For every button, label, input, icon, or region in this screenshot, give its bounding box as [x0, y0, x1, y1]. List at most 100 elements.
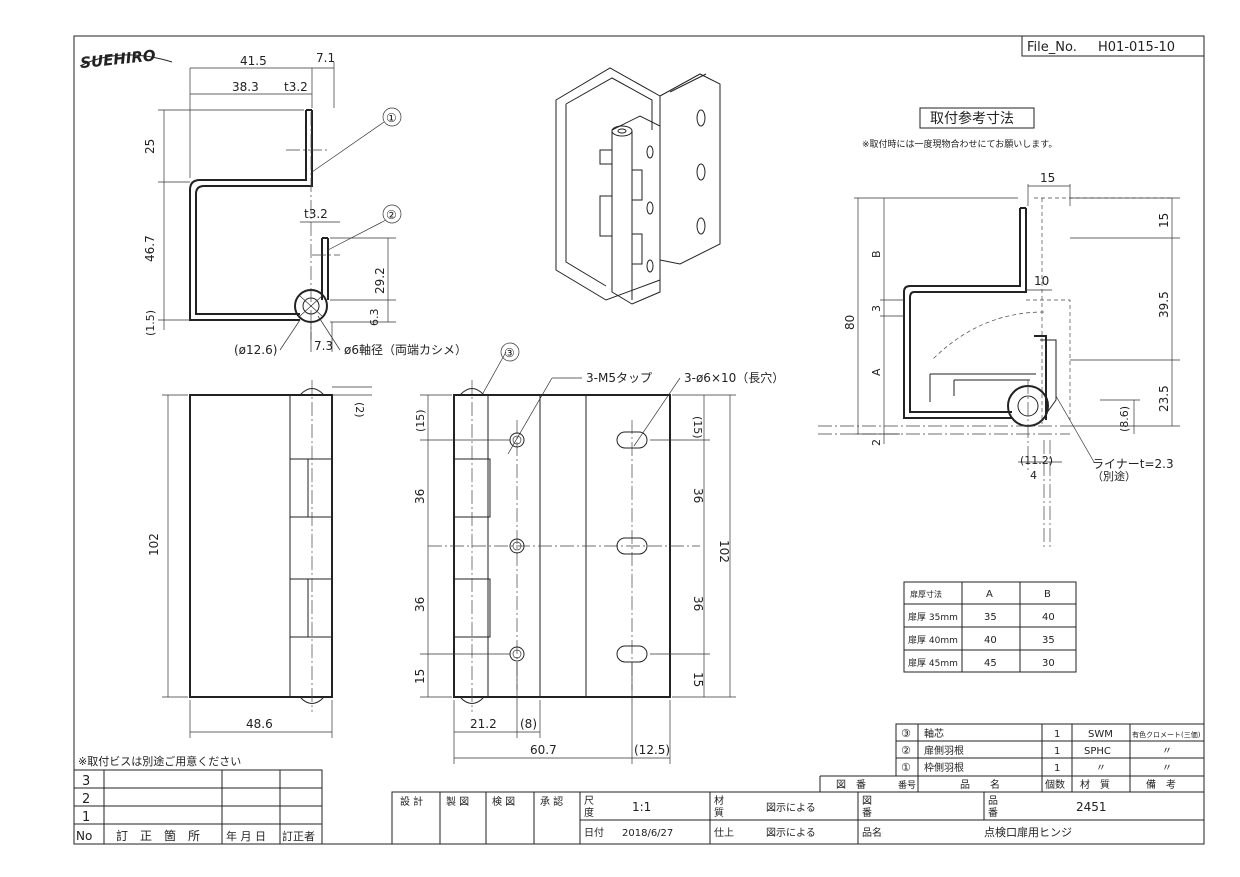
mount-dim-3: 3 — [870, 305, 883, 312]
part-material: 〃 — [1096, 763, 1106, 774]
dim-15-slot-top: (15) — [691, 416, 704, 439]
part-name: 枠側羽根 — [924, 761, 964, 774]
door-table-cell: 35 — [984, 612, 997, 623]
parts-list: ③ 軸芯 1 SWM 有色クロメート(三価) ② 扉側羽根 1 SPHC 〃 ①… — [819, 723, 1205, 792]
file-no-label: File_No. — [1027, 40, 1077, 55]
dim-15-door-bottom: 15 — [413, 669, 427, 684]
suehiro-logo: SUEHIRO — [79, 46, 173, 72]
mount-dim-11-2: (11.2) — [1020, 454, 1053, 467]
tb-drawing-label-2: 番 — [862, 807, 872, 819]
dim-60-7: 60.7 — [530, 743, 557, 757]
pin-note: ø6軸径（両端カシメ） — [344, 343, 467, 357]
door-table-header-1: A — [986, 589, 993, 600]
file-no-value: H01-015-10 — [1098, 40, 1175, 55]
part-note: 有色クロメート(三価) — [1132, 730, 1201, 739]
parts-header-no: 番号 — [898, 779, 916, 791]
door-table-cell: 扉厚 35mm — [908, 611, 958, 623]
balloon-1: ① — [386, 111, 397, 125]
mount-dim-a: A — [870, 368, 883, 376]
dim-7-1: 7.1 — [316, 51, 335, 65]
tb-item-no: 2451 — [1076, 800, 1107, 814]
part-no: ② — [901, 744, 911, 757]
dim-8: (8) — [520, 717, 537, 731]
tb-scale-label-2: 度 — [584, 806, 594, 819]
door-table-cell: 30 — [1042, 658, 1055, 669]
part-note: 〃 — [1162, 763, 1172, 774]
dim-21-2: 21.2 — [470, 717, 497, 731]
tb-finish-label: 仕上 — [714, 826, 734, 839]
dim-29-2: 29.2 — [373, 267, 387, 294]
tb-design: 設 計 — [400, 795, 423, 808]
tb-draft: 製 図 — [446, 795, 469, 808]
mount-dim-8-6: (8.6) — [1118, 406, 1131, 432]
door-table-header-2: B — [1044, 589, 1051, 600]
title-block: 設 計 製 図 検 図 承 認 尺 度 1:1 材 質 図示による 図 番 品 … — [391, 791, 1205, 845]
profile-view: 41.5 7.1 38.3 t3.2 25 46.7 (1.5) t3.2 29… — [143, 51, 467, 357]
isometric-view — [555, 67, 721, 305]
dim-48-6: 48.6 — [246, 717, 273, 731]
mount-dim-15-top: 15 — [1040, 171, 1055, 185]
parts-header-note: 備 考 — [1146, 778, 1176, 791]
tb-scale-label-1: 尺 — [584, 795, 594, 807]
parts-header-zuban: 図 番 — [836, 779, 866, 791]
dim-38-3: 38.3 — [232, 80, 259, 94]
dim-36-door-1: 36 — [413, 489, 427, 504]
revision-row-no: 3 — [82, 774, 90, 789]
part-name: 軸芯 — [924, 727, 944, 740]
dim-25: 25 — [143, 139, 157, 154]
mount-dim-10: 10 — [1034, 274, 1049, 288]
parts-header-name: 品 名 — [960, 778, 1000, 791]
logo-text: SUEHIRO — [79, 46, 156, 72]
revision-header-date: 年 月 日 — [226, 829, 266, 843]
dim-15-door-top: (15) — [414, 409, 427, 432]
liner-note-2: （別途） — [1092, 469, 1136, 483]
tb-name: 点検口扉用ヒンジ — [984, 825, 1072, 839]
dim-6-3: 6.3 — [368, 309, 381, 327]
mounting-reference: 取付参考寸法 ※取付時には一度現物合わせにてお願いします。 15 15 39.5… — [818, 107, 1180, 548]
mount-dim-23-5: 23.5 — [1157, 385, 1171, 412]
dim-46-7: 46.7 — [143, 235, 157, 262]
revision-header-by: 訂正者 — [282, 829, 315, 843]
door-thickness-table: 扉厚寸法 A B 扉厚 35mm 35 40 扉厚 40mm 40 35 扉厚 … — [903, 581, 1077, 673]
door-table-header-0: 扉厚寸法 — [910, 589, 942, 599]
door-table-cell: 扉厚 45mm — [908, 657, 958, 669]
tb-date-label: 日付 — [584, 826, 604, 839]
revision-header-no: No — [76, 829, 92, 843]
revision-row-no: 1 — [82, 810, 90, 825]
dim-15-slot-bottom: 15 — [691, 672, 705, 687]
tb-material-label-2: 質 — [714, 806, 724, 819]
part-note: 〃 — [1162, 746, 1172, 757]
balloon-2: ② — [386, 208, 397, 222]
dim-t3-2-door: t3.2 — [304, 207, 328, 221]
tb-finish: 図示による — [766, 827, 816, 839]
dim-2: (2) — [353, 402, 366, 418]
dim-36-door-2: 36 — [413, 597, 427, 612]
tb-material-label-1: 材 — [714, 794, 724, 807]
part-qty: 1 — [1054, 746, 1060, 757]
door-table-cell: 40 — [984, 635, 997, 646]
screw-note: ※取付ビスは別途ご用意ください — [78, 754, 241, 768]
part-material: SWM — [1088, 729, 1113, 740]
sheet-border — [73, 35, 1205, 845]
part-no: ① — [901, 761, 911, 774]
part-material: SPHC — [1084, 746, 1111, 757]
revision-header-place: 訂 正 箇 所 — [116, 828, 200, 843]
dim-36-slot-2: 36 — [691, 596, 705, 611]
part-qty: 1 — [1054, 729, 1060, 740]
mounting-note: ※取付時には一度現物合わせにてお願いします。 — [862, 138, 1057, 150]
dim-102-left: 102 — [147, 533, 161, 556]
dim-41-5: 41.5 — [240, 54, 267, 68]
part-no: ③ — [901, 727, 911, 740]
part-qty: 1 — [1054, 763, 1060, 774]
file-no-box — [1021, 35, 1205, 57]
front-view-door-leaf: 3-M5タップ 3-ø6×10（長穴） ③ (15) 36 36 15 (15)… — [413, 342, 784, 764]
liner-note: ライナーt=2.3 — [1092, 457, 1174, 471]
parts-header-qty: 個数 — [1045, 778, 1065, 791]
parts-header-material: 材 質 — [1080, 778, 1110, 791]
dim-12-5: (12.5) — [634, 743, 670, 757]
dim-7-3: 7.3 — [314, 339, 333, 353]
tb-drawing-label-1: 図 — [862, 795, 872, 807]
balloon-3: ③ — [504, 346, 515, 360]
tb-item-label-1: 品 — [988, 795, 998, 807]
